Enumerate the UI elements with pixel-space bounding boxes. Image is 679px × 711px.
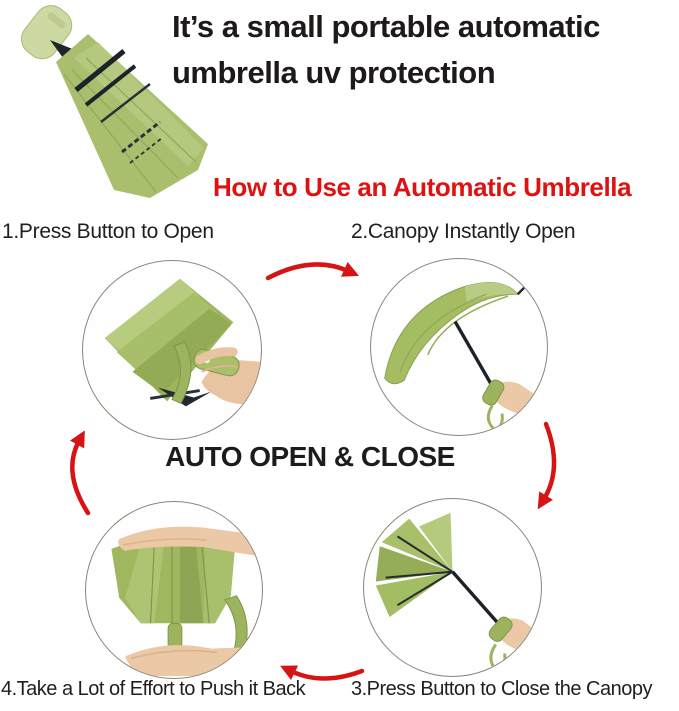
folded-umbrella-illustration	[20, 5, 208, 198]
umbrella-handle	[482, 379, 505, 406]
ferrule-tip	[516, 282, 530, 296]
step1-label: 1.Press Button to Open	[2, 220, 214, 243]
strap-loop	[489, 643, 507, 672]
umbrella-body	[56, 34, 208, 198]
open-canopy	[384, 281, 519, 385]
shaft	[451, 570, 500, 625]
arrow-step2-to-step3	[537, 421, 557, 510]
umbrella-handle	[488, 616, 513, 642]
step3-photo	[363, 498, 542, 677]
strap-loop	[486, 404, 504, 431]
step3-label: 3.Press Button to Close the Canopy	[351, 678, 652, 700]
arrow-step1-to-step2	[265, 261, 360, 281]
headline: It’s a small portable automatic umbrella…	[172, 4, 677, 96]
folded-canopy-block	[111, 533, 235, 624]
top-hand	[118, 526, 262, 557]
section-heading: How to Use an Automatic Umbrella	[213, 172, 632, 202]
step2-label: 2.Canopy Instantly Open	[351, 220, 576, 243]
thumb	[195, 347, 238, 365]
headline-line2: umbrella uv protection	[172, 55, 496, 90]
step1-photo	[82, 260, 262, 440]
strap	[171, 341, 192, 405]
shaft	[453, 320, 494, 387]
arrow-step4-to-step1	[69, 430, 91, 516]
closing-canopy	[375, 512, 454, 617]
step2-photo	[370, 258, 548, 436]
bottom-hand	[125, 645, 262, 677]
step4-photo	[85, 501, 263, 679]
center-label: AUTO OPEN & CLOSE	[165, 441, 455, 472]
headline-line1: It’s a small portable automatic	[172, 9, 600, 44]
step4-label: 4.Take a Lot of Effort to Push it Back	[1, 678, 306, 700]
folded-umbrella	[104, 278, 234, 407]
hero-product-image	[6, 0, 211, 205]
